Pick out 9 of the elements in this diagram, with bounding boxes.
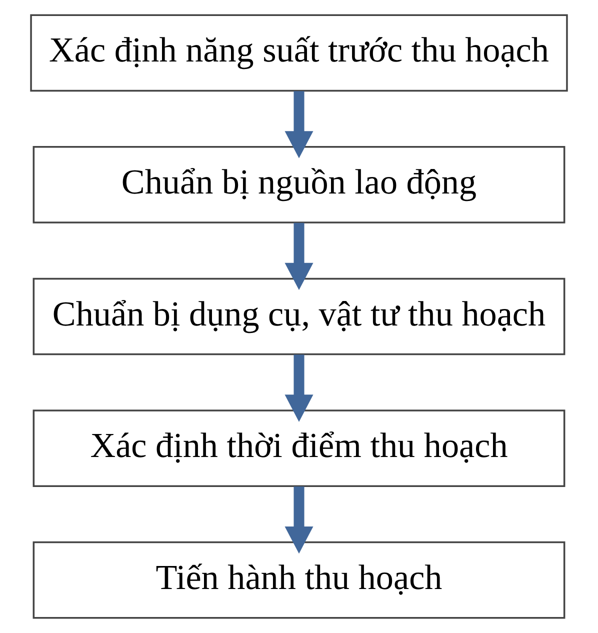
node-box: Xác định thời điểm thu hoạch <box>32 410 566 487</box>
arrow <box>284 222 314 290</box>
arrow <box>284 486 314 554</box>
node-box: Xác định năng suất trước thu hoạch <box>30 14 568 92</box>
node-box: Chuẩn bị nguồn lao động <box>32 146 566 224</box>
node-box: Tiến hành thu hoạch <box>32 541 566 619</box>
arrow <box>284 91 314 158</box>
arrow <box>284 354 314 422</box>
node-box: Chuẩn bị dụng cụ, vật tư thu hoạch <box>32 278 566 356</box>
